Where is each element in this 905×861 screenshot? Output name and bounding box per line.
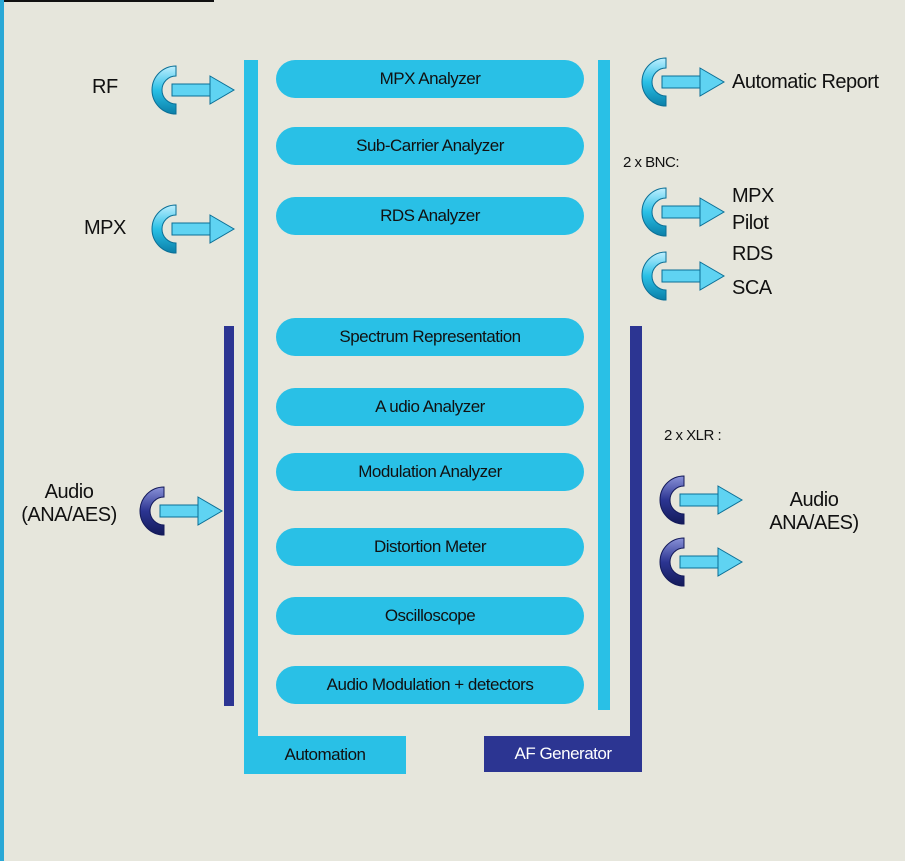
analyzer-label: A udio Analyzer: [375, 397, 485, 416]
audio-out-line1: Audio: [789, 489, 839, 511]
analyzer-modulation: Modulation Analyzer: [276, 453, 584, 491]
mpx-connector-icon: [146, 199, 236, 259]
analyzer-label: Distortion Meter: [374, 537, 486, 556]
right-cyan-bar: [598, 60, 610, 710]
analyzer-audio: A udio Analyzer: [276, 388, 584, 426]
input-audio-line2: (ANA/AES): [21, 504, 117, 526]
xlr-connector-2-icon: [654, 532, 744, 592]
rf-connector-icon: [146, 60, 236, 120]
xlr-connector-1-icon: [654, 470, 744, 530]
frame-left-border: [0, 0, 4, 861]
left-cyan-bar: [244, 60, 258, 774]
analyzer-label: Audio Modulation + detectors: [326, 675, 534, 694]
automation-box: Automation: [244, 736, 406, 774]
analyzer-label: Spectrum Representation: [339, 327, 521, 346]
bnc-connector-2-icon: [636, 246, 726, 306]
xlr-header: 2 x XLR :: [664, 427, 722, 444]
report-connector-icon: [636, 52, 726, 112]
bnc-connector-1-icon: [636, 182, 726, 242]
bnc-header: 2 x BNC:: [623, 154, 680, 171]
audio-in-connector-icon: [134, 480, 224, 542]
frame-top-line: [4, 0, 214, 2]
audio-out-label: Audio ANA/AES): [754, 489, 874, 535]
analyzer-label: MPX Analyzer: [379, 69, 481, 88]
analyzer-audio-modulation: Audio Modulation + detectors: [276, 666, 584, 704]
bnc-rds-label: RDS: [732, 243, 773, 265]
input-audio-label: Audio (ANA/AES): [2, 481, 136, 527]
analyzer-distortion: Distortion Meter: [276, 528, 584, 566]
analyzer-oscilloscope: Oscilloscope: [276, 597, 584, 635]
left-navy-bar: [224, 326, 234, 706]
analyzer-label: Oscilloscope: [384, 606, 476, 625]
bnc-sca-label: SCA: [732, 277, 772, 299]
right-navy-bar: [630, 326, 642, 772]
analyzer-label: Modulation Analyzer: [358, 462, 502, 481]
analyzer-mpx: MPX Analyzer: [276, 60, 584, 98]
bnc-mpx-label: MPX: [732, 185, 774, 207]
analyzer-rds: RDS Analyzer: [276, 197, 584, 235]
input-audio-line1: Audio: [44, 481, 94, 503]
bnc-pilot-label: Pilot: [732, 212, 769, 234]
audio-out-line2: ANA/AES): [769, 512, 859, 534]
analyzer-sub-carrier: Sub-Carrier Analyzer: [276, 127, 584, 165]
input-mpx-label: MPX: [84, 217, 126, 239]
af-generator-box: AF Generator: [484, 736, 642, 772]
automation-label: Automation: [284, 745, 367, 764]
input-rf-label: RF: [92, 76, 118, 98]
af-generator-label: AF Generator: [514, 744, 613, 763]
automatic-report-label: Automatic Report: [732, 71, 879, 93]
analyzer-label: Sub-Carrier Analyzer: [356, 136, 504, 155]
analyzer-label: RDS Analyzer: [380, 206, 480, 225]
analyzer-spectrum: Spectrum Representation: [276, 318, 584, 356]
